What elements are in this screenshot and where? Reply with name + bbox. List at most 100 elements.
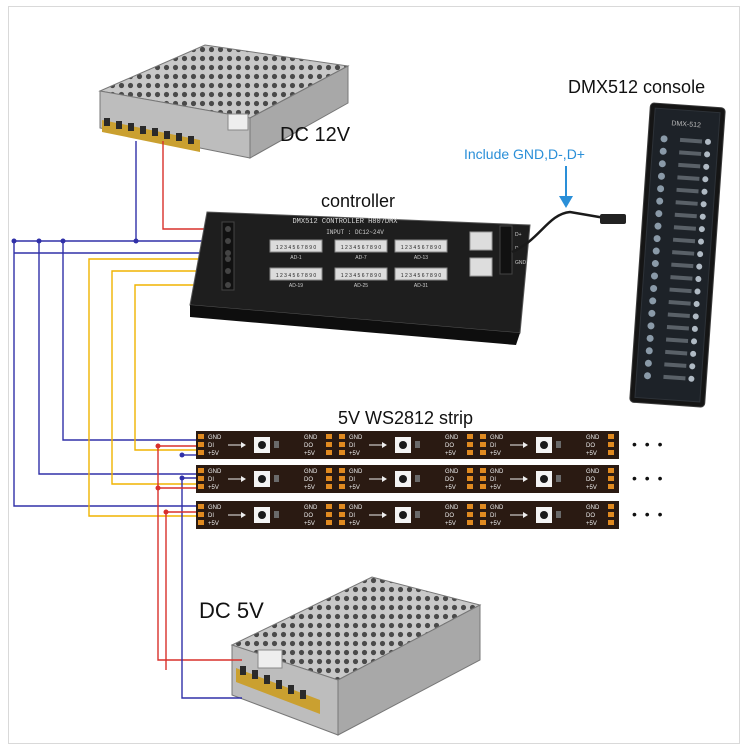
console-button — [690, 350, 697, 357]
strip-pad-label: +5V — [586, 451, 597, 457]
strip-pad-label: GND — [586, 435, 600, 441]
controller-right-terminal-block — [499, 225, 513, 275]
console-fader — [671, 262, 694, 269]
strip-pad-label: +5V — [445, 485, 456, 491]
wire-dat-1 — [88, 258, 222, 517]
console-fader — [663, 374, 686, 381]
wire-junctions — [11, 238, 185, 481]
controller-left-terminals — [225, 226, 231, 288]
strip-pad-label: DI — [490, 477, 496, 483]
label-dmx-console: DMX512 console — [568, 77, 706, 97]
dip-switch-4: 1 2 3 4 5 6 7 8 9 0AD-19 — [269, 267, 323, 289]
console-button — [699, 213, 706, 220]
psu-12v-terminals — [104, 118, 194, 144]
dip-switch-6: 1 2 3 4 5 6 7 8 9 0 AD-31 — [394, 267, 448, 289]
dip-switch-label: AD-25 — [354, 283, 368, 289]
psu-5v-terminals — [240, 666, 306, 699]
dip-switch-label: AD-31 — [414, 283, 428, 289]
strip-pad-label: DI — [349, 513, 355, 519]
dip-switch-3: 1 2 3 4 5 6 7 8 9 0AD-13 — [394, 239, 448, 261]
controller-rj45-ports — [469, 231, 493, 277]
console-fader — [668, 300, 691, 306]
console-cable — [511, 210, 606, 254]
console-fader — [675, 200, 698, 206]
console-fader — [672, 237, 696, 244]
wire-5v-gnd-1 — [181, 477, 242, 699]
strip-continuation-dots: • • • — [632, 470, 664, 486]
console-fader — [665, 349, 688, 356]
led-strip-2: GNDDI+5VGNDDO+5VGNDDI+5VGNDDO+5VGNDDI+5V… — [196, 465, 619, 493]
led-strip-3: GNDDI+5VGNDDO+5VGNDDI+5VGNDDO+5VGNDDI+5V… — [196, 501, 619, 529]
strip-pad-label: GND — [586, 505, 600, 511]
strip-pad-label: +5V — [208, 521, 219, 527]
strip-pad-label: GND — [208, 469, 222, 475]
dip-switch-digits: 1 2 3 4 5 6 7 8 9 0 — [401, 245, 442, 251]
console-button — [696, 263, 703, 270]
dip-switch-label: AD-19 — [289, 283, 303, 289]
console-fader — [674, 212, 697, 219]
strip-pad-label: GND — [304, 505, 318, 511]
controller-right-terminal-label: GND — [515, 260, 527, 266]
console-button — [650, 284, 658, 292]
console-fader — [677, 175, 700, 181]
strip-pad-label: DI — [208, 513, 214, 519]
dip-switch-label: AD-1 — [290, 255, 302, 261]
console-fader — [667, 312, 690, 319]
strip-pad-label: +5V — [208, 451, 219, 457]
wire-dat-3 — [134, 284, 222, 451]
strip-pad-label: +5V — [445, 451, 456, 457]
wire-gnd-bus-1 — [62, 241, 196, 441]
strip-continuation-dots: • • • — [632, 436, 664, 452]
console-button — [659, 147, 667, 155]
console-button — [648, 309, 656, 317]
console-fader — [670, 275, 693, 281]
console-button — [657, 185, 665, 193]
dip-switch-5: 1 2 3 4 5 6 7 8 9 0AD-25 — [334, 267, 388, 289]
console-name: DMX-512 — [671, 120, 701, 129]
strip-pad-label: GND — [445, 435, 459, 441]
console-button — [658, 160, 666, 168]
strip-pad-label: +5V — [490, 521, 501, 527]
console-button — [695, 276, 702, 283]
console-button — [644, 372, 652, 380]
console-button — [698, 226, 705, 233]
strip-pad-label: +5V — [304, 521, 315, 527]
strip-pad-label: GND — [349, 505, 363, 511]
console-button — [701, 188, 708, 195]
console-button — [702, 176, 709, 183]
console-button — [647, 322, 655, 330]
label-include-gnd: Include GND,D-,D+ — [464, 146, 585, 162]
strip-pad-label: +5V — [349, 451, 360, 457]
dip-switch-2: 1 2 3 4 5 6 7 8 9 0AD-7 — [334, 239, 388, 261]
controller-right-terminal-label: D+ — [515, 232, 522, 238]
dip-switch-digits: 1 2 3 4 5 6 7 8 9 0 — [401, 273, 442, 279]
console-button — [655, 210, 663, 218]
dip-switch-digits: 1 2 3 4 5 6 7 8 9 0 — [341, 245, 382, 251]
strip-pad-label: GND — [445, 505, 459, 511]
console-button — [649, 297, 657, 305]
console-fader — [676, 187, 699, 194]
rj45-port-1 — [469, 231, 493, 251]
console-button — [660, 135, 668, 143]
console-button — [652, 247, 660, 255]
strip-continuation-dots: • • • — [632, 506, 664, 522]
strip-pad-label: +5V — [586, 485, 597, 491]
console-button — [645, 347, 653, 355]
console-button — [691, 325, 698, 332]
console-button — [654, 222, 662, 230]
console-button — [704, 138, 711, 145]
psu-12v — [98, 44, 350, 159]
strip-pad-label: +5V — [304, 451, 315, 457]
strip-pad-label: GND — [445, 469, 459, 475]
console-button — [653, 235, 661, 243]
console-fader — [665, 337, 689, 343]
label-dc-12v: DC 12V — [280, 124, 351, 146]
console-button — [657, 172, 665, 180]
strip-pad-label: +5V — [349, 485, 360, 491]
console-button — [693, 300, 700, 307]
strip-pad-label: GND — [490, 505, 504, 511]
console-connector — [600, 214, 626, 224]
strip-pad-label: DO — [445, 477, 454, 483]
controller-input-rating: INPUT : DC12~24V — [326, 229, 384, 236]
led-strips: GNDDI+5VGNDDO+5VGNDDI+5VGNDDO+5VGNDDI+5V… — [196, 431, 664, 529]
